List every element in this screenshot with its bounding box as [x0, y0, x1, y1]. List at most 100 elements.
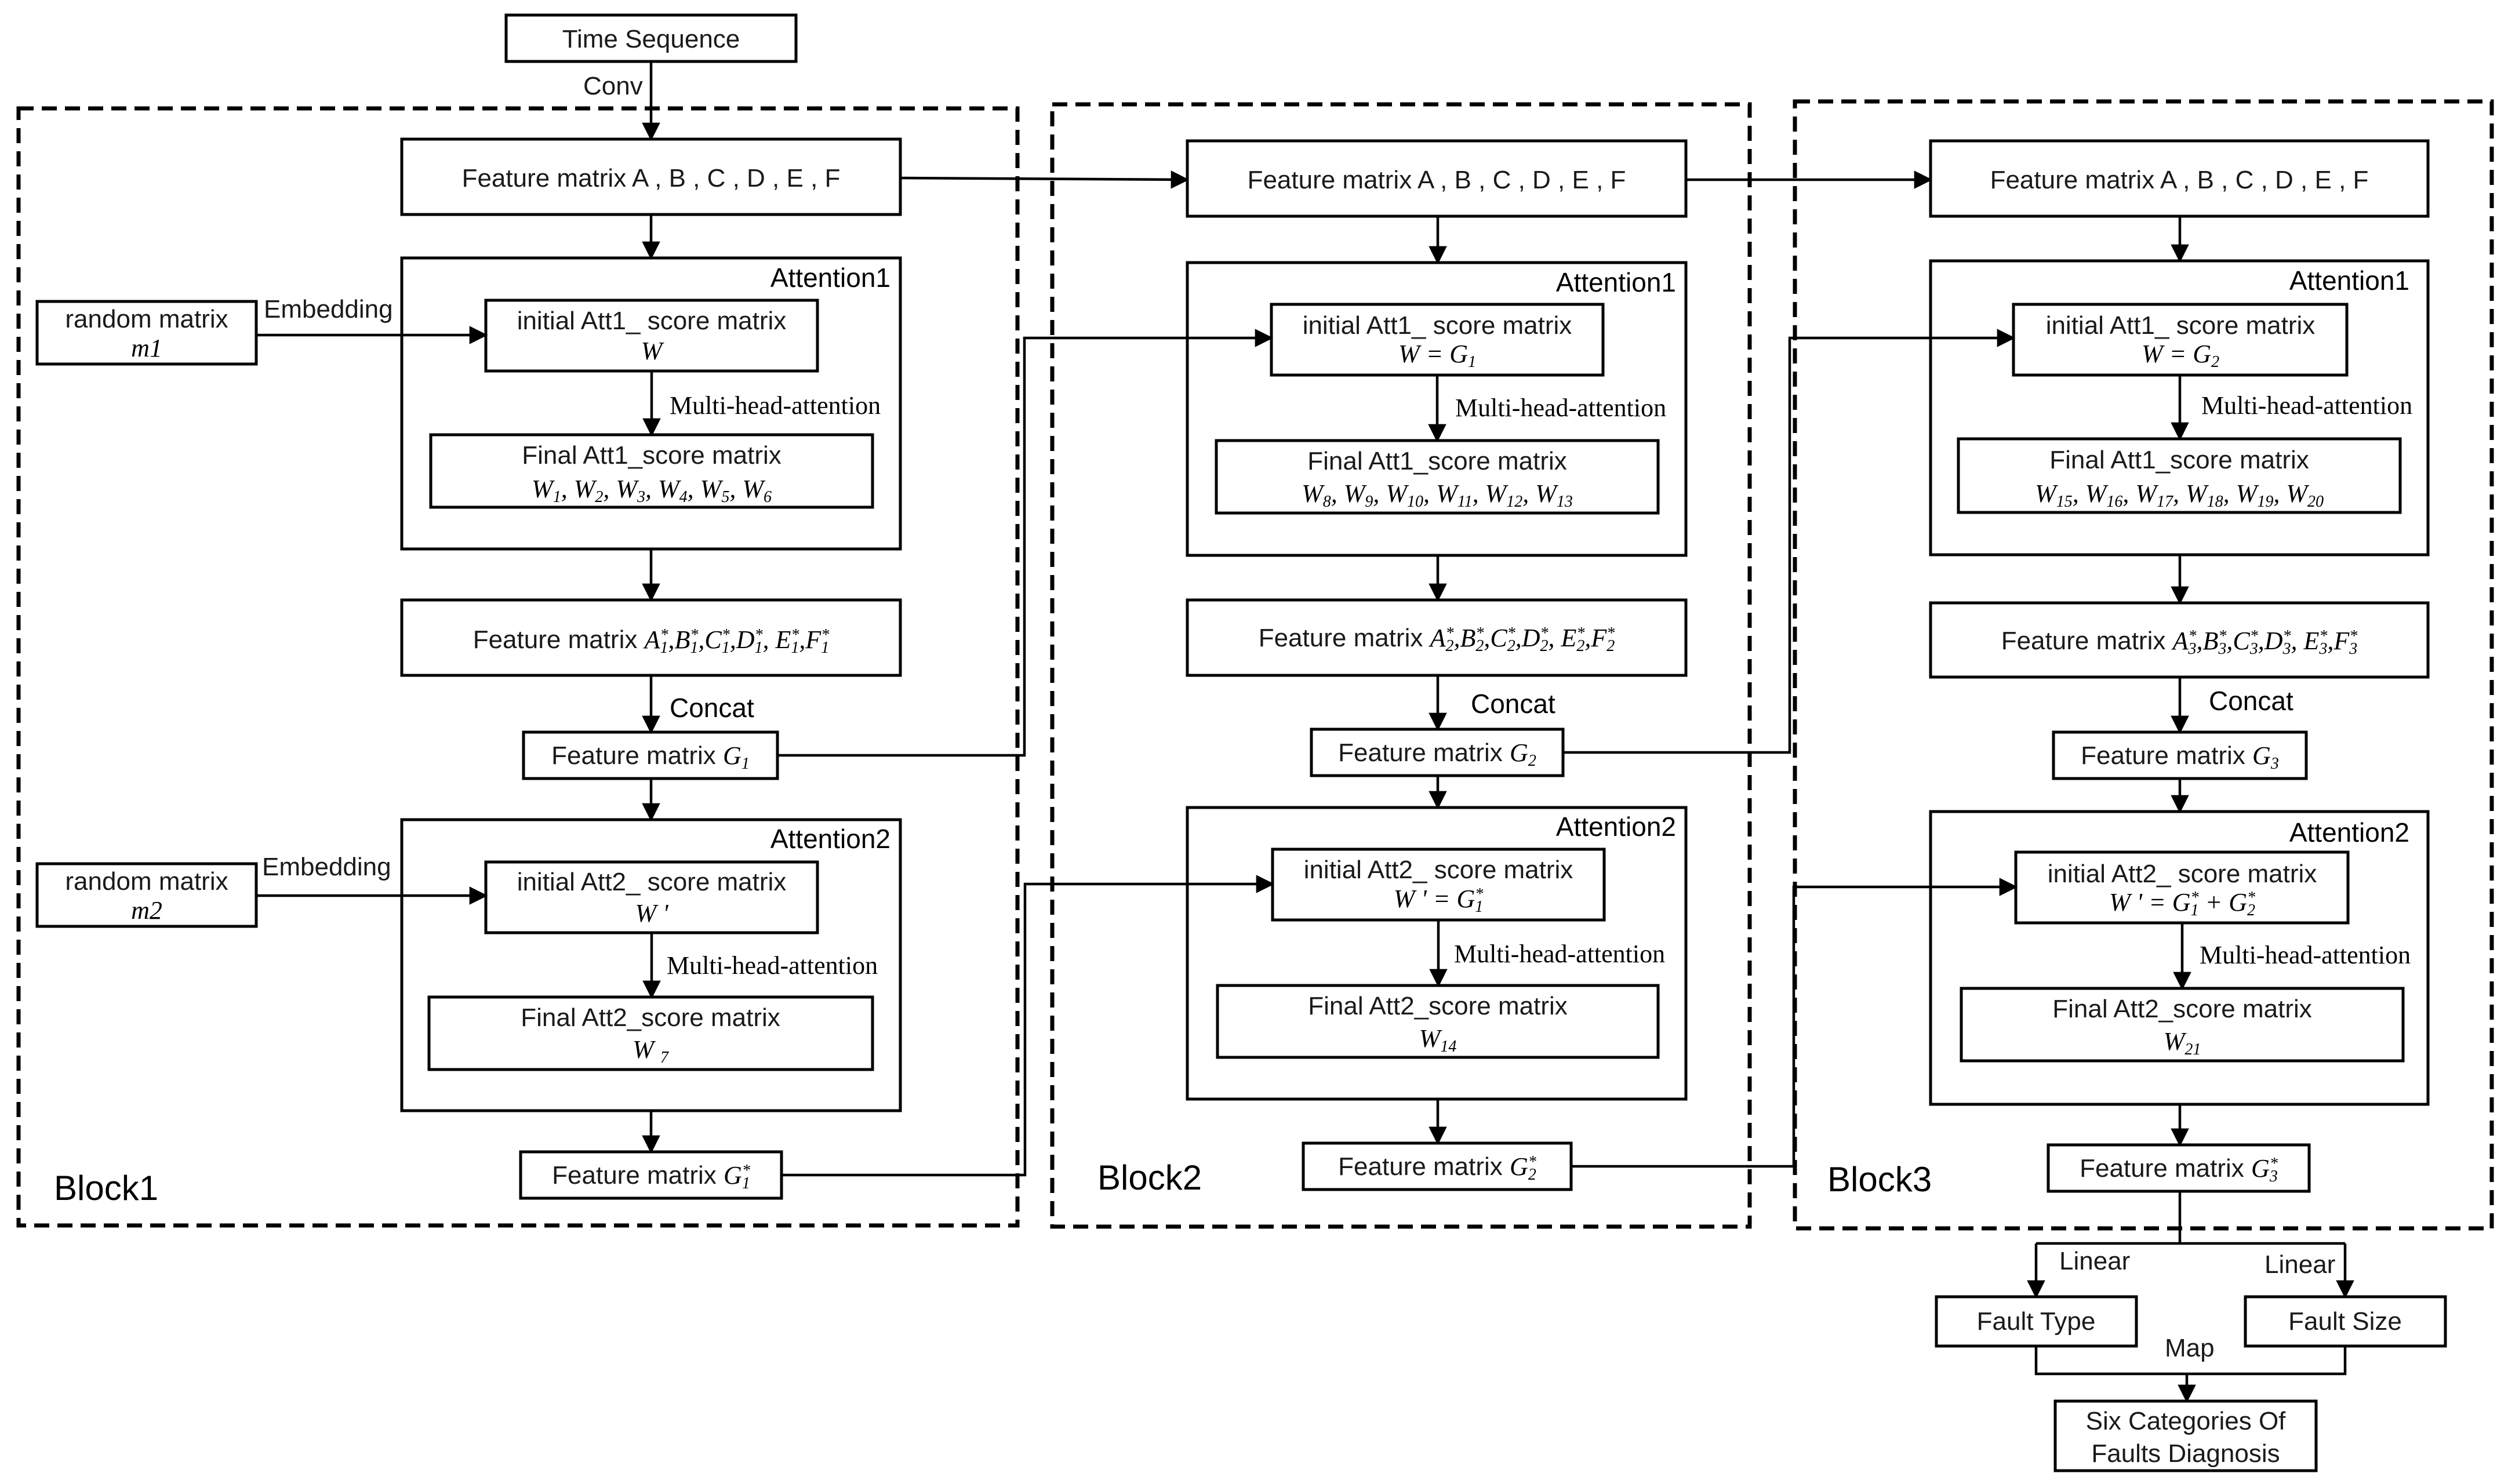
svg-text:W = G2: W = G2	[2142, 340, 2219, 371]
block1-random-matrix-1: random matrix m1	[35, 300, 258, 366]
svg-text:initial Att1_ score matrix: initial Att1_ score matrix	[2046, 311, 2316, 340]
svg-text:random matrix: random matrix	[65, 867, 228, 896]
svg-text:Multi-head-attention: Multi-head-attention	[2201, 391, 2412, 420]
svg-text:Six Categories Of: Six Categories Of	[2086, 1407, 2287, 1435]
connector-g1star-to-b2-att2	[782, 875, 1275, 1177]
block2-feature-in: Feature matrix A , B , C , D , E , F	[1186, 139, 1688, 218]
svg-text:W21: W21	[2164, 1027, 2201, 1059]
diagnosis-result-node: Six Categories Of Faults Diagnosis	[2053, 1399, 2318, 1472]
svg-text:Feature matrix G1: Feature matrix G1	[551, 741, 750, 773]
svg-text:Final Att2_score matrix: Final Att2_score matrix	[2052, 995, 2312, 1023]
svg-text:W ': W '	[635, 899, 669, 928]
svg-text:Feature matrix A , B , C , D ,: Feature matrix A , B , C , D , E , F	[1248, 166, 1626, 194]
svg-text:Multi-head-attention: Multi-head-attention	[670, 391, 881, 420]
block3-feature-g: Feature matrix G3	[2052, 730, 2308, 780]
svg-text:Feature matrix G*3: Feature matrix G*3	[2080, 1154, 2278, 1185]
block1-feature-out: Feature matrix G*1	[519, 1150, 783, 1200]
block2-container	[1050, 102, 1752, 1229]
fault-type-node: Fault Type	[1935, 1295, 2138, 1348]
arrow-b1-to-b2	[900, 170, 1190, 189]
attention1-title: Attention1	[770, 263, 890, 293]
svg-text:Feature matrix G3: Feature matrix G3	[2081, 741, 2279, 773]
svg-text:m2: m2	[131, 896, 162, 925]
linear-label-right: Linear	[2265, 1250, 2335, 1279]
block1-attention1: Attention1 initial Att1_ score matrix W …	[400, 256, 902, 551]
svg-text:Final Att1_score matrix: Final Att1_score matrix	[1307, 447, 1567, 475]
svg-text:Multi-head-attention: Multi-head-attention	[667, 951, 878, 980]
concat-label-2: Concat	[1471, 689, 1555, 719]
conv-label: Conv	[583, 72, 643, 100]
block2-attention2: Attention2 initial Att2_ score matrix W …	[1186, 806, 1688, 1101]
block3-attention1: Attention1 initial Att1_ score matrix W …	[1929, 259, 2430, 556]
svg-text:Feature matrix A , B , C , D ,: Feature matrix A , B , C , D , E , F	[1990, 166, 2369, 194]
svg-text:Attention2: Attention2	[2289, 817, 2409, 848]
svg-text:Attention1: Attention1	[1556, 267, 1676, 297]
svg-text:Feature matrix A*3,B*3,C*3,D*3: Feature matrix A*3,B*3,C*3,D*3, E*3,F*3	[2001, 627, 2358, 658]
svg-text:Final Att1_score matrix: Final Att1_score matrix	[2049, 446, 2309, 474]
svg-text:Attention1: Attention1	[2289, 265, 2409, 296]
block1-feature-mid: Feature matrix A*1,B*1,C*1,D*1, E*1,F*1	[400, 598, 902, 677]
svg-text:initial Att2_ score matrix: initial Att2_ score matrix	[1304, 856, 1573, 884]
svg-text:W: W	[641, 337, 664, 365]
block2-feature-mid: Feature matrix A*2,B*2,C*2,D*2, E*2,F*2	[1186, 598, 1688, 677]
block1-random-matrix-2: random matrix m2	[35, 862, 258, 928]
block2-feature-out: Feature matrix G*2	[1302, 1141, 1573, 1191]
svg-text:Fault Type: Fault Type	[1977, 1307, 2096, 1336]
block1-feature-in: Feature matrix A , B , C , D , E , F	[400, 137, 902, 216]
svg-text:Feature matrix G*1: Feature matrix G*1	[552, 1161, 750, 1192]
svg-text:Feature matrix G*2: Feature matrix G*2	[1338, 1152, 1536, 1184]
svg-text:Attention2: Attention2	[1556, 812, 1676, 842]
svg-text:initial Att2_ score matrix: initial Att2_ score matrix	[517, 868, 787, 896]
svg-text:Multi-head-attention: Multi-head-attention	[2200, 941, 2411, 969]
svg-text:initial Att1_ score matrix: initial Att1_ score matrix	[1303, 311, 1572, 340]
svg-text:Faults Diagnosis: Faults Diagnosis	[2091, 1439, 2280, 1468]
svg-text:initial Att1_ score matrix: initial Att1_ score matrix	[517, 307, 787, 335]
svg-text:random matrix: random matrix	[65, 305, 228, 333]
svg-text:Multi-head-attention: Multi-head-attention	[1455, 394, 1666, 422]
embedding-label-2: Embedding	[262, 853, 391, 881]
block2-feature-g: Feature matrix G2	[1310, 728, 1565, 777]
block1-attention2: Attention2 initial Att2_ score matrix W …	[400, 818, 902, 1112]
block1-label: Block1	[54, 1169, 158, 1207]
time-sequence-node: Time Sequence	[504, 13, 798, 63]
svg-text:Fault Size: Fault Size	[2288, 1307, 2402, 1336]
concat-label-3: Concat	[2209, 686, 2293, 716]
svg-text:W15, W16, W17, W18, W19, W20: W15, W16, W17, W18, W19, W20	[2035, 479, 2324, 511]
block2-attention1: Attention1 initial Att1_ score matrix W …	[1186, 261, 1688, 557]
fault-size-node: Fault Size	[2244, 1295, 2447, 1348]
block3-feature-in: Feature matrix A , B , C , D , E , F	[1929, 139, 2430, 218]
svg-text:Attention2: Attention2	[770, 824, 890, 854]
svg-text:W ' = G*1 + G*2: W ' = G*1 + G*2	[2109, 888, 2255, 919]
block3-container	[1793, 99, 2494, 1231]
svg-text:Final Att2_score matrix: Final Att2_score matrix	[521, 1003, 780, 1032]
block3-feature-mid: Feature matrix A*3,B*3,C*3,D*3, E*3,F*3	[1929, 601, 2430, 679]
map-connector	[2034, 1346, 2347, 1376]
svg-text:Final Att1_score matrix: Final Att1_score matrix	[522, 441, 782, 470]
svg-text:W8, W9, W10, W11, W12, W13: W8, W9, W10, W11, W12, W13	[1302, 479, 1573, 511]
block3-label: Block3	[1827, 1160, 1932, 1199]
block1-feature-g: Feature matrix G1	[522, 730, 779, 780]
time-sequence-label: Time Sequence	[562, 25, 740, 53]
svg-text:Multi-head-attention: Multi-head-attention	[1454, 940, 1665, 968]
block1-container	[16, 106, 1020, 1228]
block2-label: Block2	[1097, 1158, 1202, 1197]
svg-text:W = G1: W = G1	[1398, 340, 1476, 371]
svg-text:m1: m1	[131, 334, 162, 362]
connector-g2star-to-b3-att2	[1571, 878, 2018, 1168]
block3-feature-out: Feature matrix G*3	[2047, 1143, 2311, 1193]
svg-text:Feature matrix A*2,B*2,C*2,D*2: Feature matrix A*2,B*2,C*2,D*2, E*2,F*2	[1259, 624, 1615, 655]
svg-text:Feature matrix A*1,B*1,C*1,D*1: Feature matrix A*1,B*1,C*1,D*1, E*1,F*1	[473, 625, 830, 657]
svg-text:initial Att2_ score matrix: initial Att2_ score matrix	[2048, 860, 2317, 888]
linear-label-left: Linear	[2059, 1247, 2130, 1275]
map-label: Map	[2165, 1334, 2215, 1362]
svg-text:W ' = G*1: W ' = G*1	[1394, 885, 1484, 916]
svg-text:Final Att2_score matrix: Final Att2_score matrix	[1308, 992, 1568, 1020]
connector-g2-to-b3-att1	[1563, 329, 2016, 754]
svg-text:Feature matrix G2: Feature matrix G2	[1338, 739, 1536, 770]
connector-g1-to-b2-att1	[777, 329, 1274, 757]
svg-text:Feature matrix A , B , C , D ,: Feature matrix A , B , C , D , E , F	[462, 164, 841, 192]
svg-text:W1, W2, W3, W4, W5, W6: W1, W2, W3, W4, W5, W6	[532, 475, 772, 506]
embedding-label-1: Embedding	[264, 295, 393, 323]
concat-label-1: Concat	[670, 693, 754, 723]
